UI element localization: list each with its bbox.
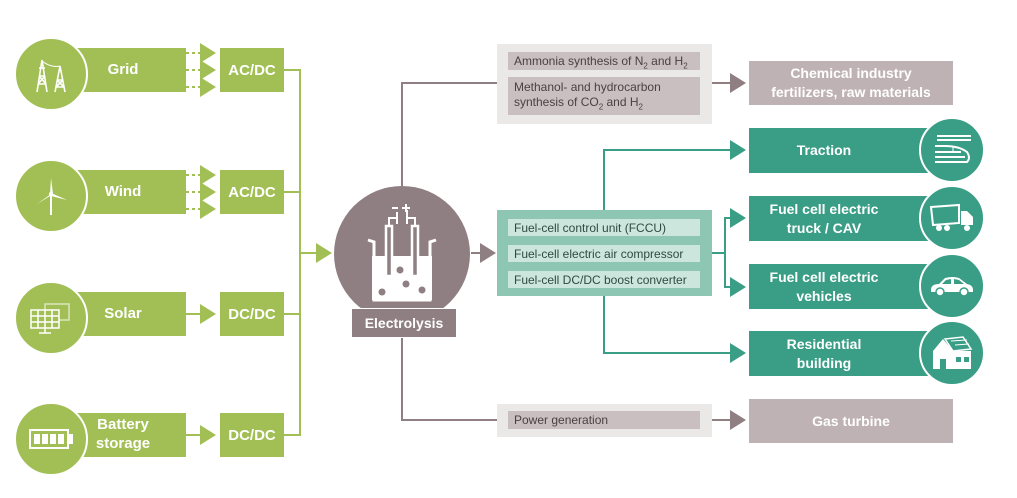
source-label: Wind xyxy=(104,182,142,200)
converter-box: DC/DC xyxy=(220,413,284,457)
destination-residential: Residential building xyxy=(749,331,949,376)
destination-label: Residential building xyxy=(786,335,862,371)
bus-line xyxy=(284,69,301,436)
destination-label: Fuel cell electric vehicles xyxy=(769,268,879,304)
methanol-synthesis-item: Methanol- and hydrocarbon synthesis of C… xyxy=(508,77,700,115)
subscript: 2 xyxy=(598,102,604,112)
power-generation-item: Power generation xyxy=(508,411,700,429)
grid-dotted-links xyxy=(186,43,216,219)
destination-vehicles: Fuel cell electric vehicles xyxy=(749,264,949,309)
electrolysis-beaker-icon xyxy=(334,186,470,322)
wind-turbine-icon xyxy=(14,159,88,233)
converter-label: DC/DC xyxy=(228,426,276,444)
destination-truck: Fuel cell electric truck / CAV xyxy=(749,196,949,241)
item-text: Ammonia synthesis of N xyxy=(514,54,644,68)
source-label: Battery storage xyxy=(95,416,151,452)
power-pylon-icon xyxy=(14,37,88,111)
source-label: Solar xyxy=(104,304,142,322)
converter-box: DC/DC xyxy=(220,292,284,336)
destination-label: Chemical industry fertilizers, raw mater… xyxy=(771,65,931,100)
train-icon xyxy=(919,117,985,183)
destination-label: Traction xyxy=(796,142,852,159)
fuel-cell-item: Fuel-cell DC/DC boost converter xyxy=(508,271,700,288)
destination-traction: Traction xyxy=(749,128,949,173)
converter-label: AC/DC xyxy=(228,183,276,201)
gas-turbine-destination: Gas turbine xyxy=(749,399,953,443)
house-solar-icon xyxy=(919,320,985,386)
destination-label: Gas turbine xyxy=(812,412,890,429)
subscript: 2 xyxy=(643,61,648,71)
converter-label: DC/DC xyxy=(228,305,276,323)
destination-label: Fuel cell electric truck / CAV xyxy=(769,200,879,236)
item-text: Methanol- and hydrocarbon synthesis of C… xyxy=(514,80,661,109)
source-label: Grid xyxy=(107,60,139,78)
battery-icon xyxy=(14,402,88,476)
subscript: 2 xyxy=(638,102,643,112)
chemical-industry-destination: Chemical industry fertilizers, raw mater… xyxy=(749,61,953,105)
ammonia-synthesis-item: Ammonia synthesis of N2 and H2 xyxy=(508,52,700,70)
car-icon xyxy=(919,253,985,319)
truck-icon xyxy=(919,185,985,251)
converter-box: AC/DC xyxy=(220,170,284,214)
electrolysis-label: Electrolysis xyxy=(351,308,457,338)
converter-label: AC/DC xyxy=(228,61,276,79)
solar-panel-icon xyxy=(14,281,88,355)
fuel-cell-item: Fuel-cell electric air compressor xyxy=(508,245,700,262)
item-text: and H xyxy=(603,95,639,109)
fuel-cell-item: Fuel-cell control unit (FCCU) xyxy=(508,219,700,236)
subscript: 2 xyxy=(683,61,688,71)
item-text: and H xyxy=(647,54,684,68)
converter-box: AC/DC xyxy=(220,48,284,92)
